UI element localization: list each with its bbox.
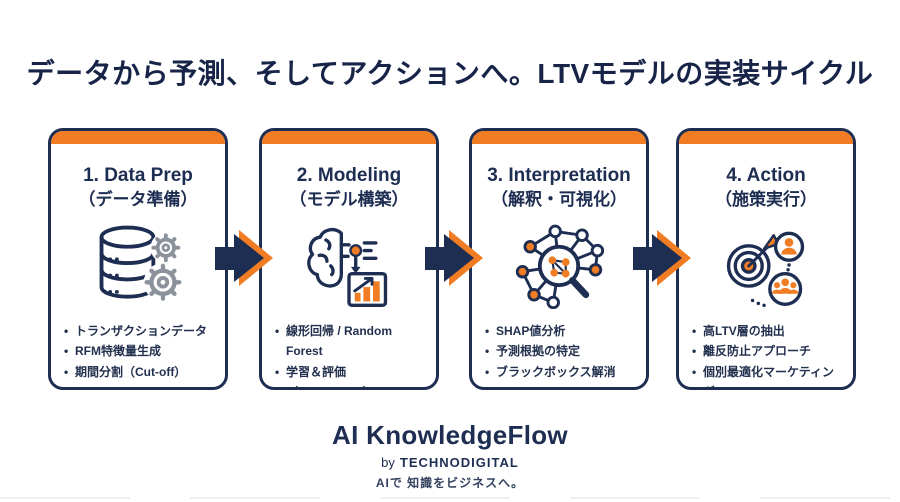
tagline: AIで 知識をビジネスへ。 <box>375 476 525 490</box>
bottom-divider <box>0 497 900 499</box>
step-title: 1. Data Prep <box>83 165 193 186</box>
step-card-action: 4. Action （施策実行） <box>676 128 856 390</box>
step-card-interpretation: 3. Interpretation （解釈・可視化） <box>469 128 649 390</box>
flow-arrow-icon <box>215 230 273 286</box>
step-bullet-list: SHAP値分析 予測根拠の特定 ブラックボックス解消 <box>485 321 638 383</box>
bullet-item: 学習＆評価（MAE/RMSE） <box>275 362 428 387</box>
bullet-item: SHAP値分析 <box>485 321 638 342</box>
bullet-item: 線形回帰 / Random Forest <box>275 321 428 362</box>
bullet-item: 期間分割（Cut-off） <box>64 362 217 383</box>
footer: AI KnowledgeFlow by TECHNODIGITAL AIで 知識を… <box>0 420 900 491</box>
step-card-modeling: 2. Modeling （モデル構築） <box>259 128 439 390</box>
step-subtitle: （施策実行） <box>715 189 817 209</box>
bullet-item: RFM特徴量生成 <box>64 341 217 362</box>
byline-prefix: by <box>381 455 395 470</box>
database-gears-icon <box>51 215 225 315</box>
card-accent-bar <box>262 131 436 144</box>
step-subtitle: （モデル構築） <box>289 189 409 209</box>
company-name: TECHNODIGITAL <box>399 455 519 470</box>
flow-arrow-icon <box>425 230 483 286</box>
bullet-item: 離反防止アプローチ <box>692 341 845 362</box>
brand-name: AI KnowledgeFlow <box>332 420 568 450</box>
step-title: 2. Modeling <box>296 165 402 186</box>
card-accent-bar <box>51 131 225 144</box>
network-magnifier-icon <box>472 215 646 315</box>
card-accent-bar <box>679 131 853 144</box>
step-bullet-list: 高LTV層の抽出 離反防止アプローチ 個別最適化マーケティング <box>692 321 845 387</box>
flow-arrow-icon <box>633 230 691 286</box>
step-subtitle: （解釈・可視化） <box>491 189 627 209</box>
bullet-item: 予測根拠の特定 <box>485 341 638 362</box>
bullet-item: トランザクションデータ <box>64 321 217 342</box>
page-title: データから予測、そしてアクションへ。LTVモデルの実装サイクル <box>26 58 874 89</box>
step-bullet-list: トランザクションデータ RFM特徴量生成 期間分割（Cut-off） <box>64 321 217 383</box>
bullet-item: 高LTV層の抽出 <box>692 321 845 342</box>
target-people-icon <box>679 215 853 315</box>
step-card-data-prep: 1. Data Prep （データ準備） <box>48 128 228 390</box>
step-title: 4. Action <box>726 165 806 186</box>
step-subtitle: （データ準備） <box>78 189 198 209</box>
step-bullet-list: 線形回帰 / Random Forest 学習＆評価（MAE/RMSE） ベース… <box>275 321 428 387</box>
bullet-item: ブラックボックス解消 <box>485 362 638 383</box>
step-title: 3. Interpretation <box>487 165 631 186</box>
brain-chart-icon <box>262 215 436 315</box>
bullet-item: 個別最適化マーケティング <box>692 362 845 387</box>
byline: by TECHNODIGITAL <box>0 455 900 470</box>
card-accent-bar <box>472 131 646 144</box>
